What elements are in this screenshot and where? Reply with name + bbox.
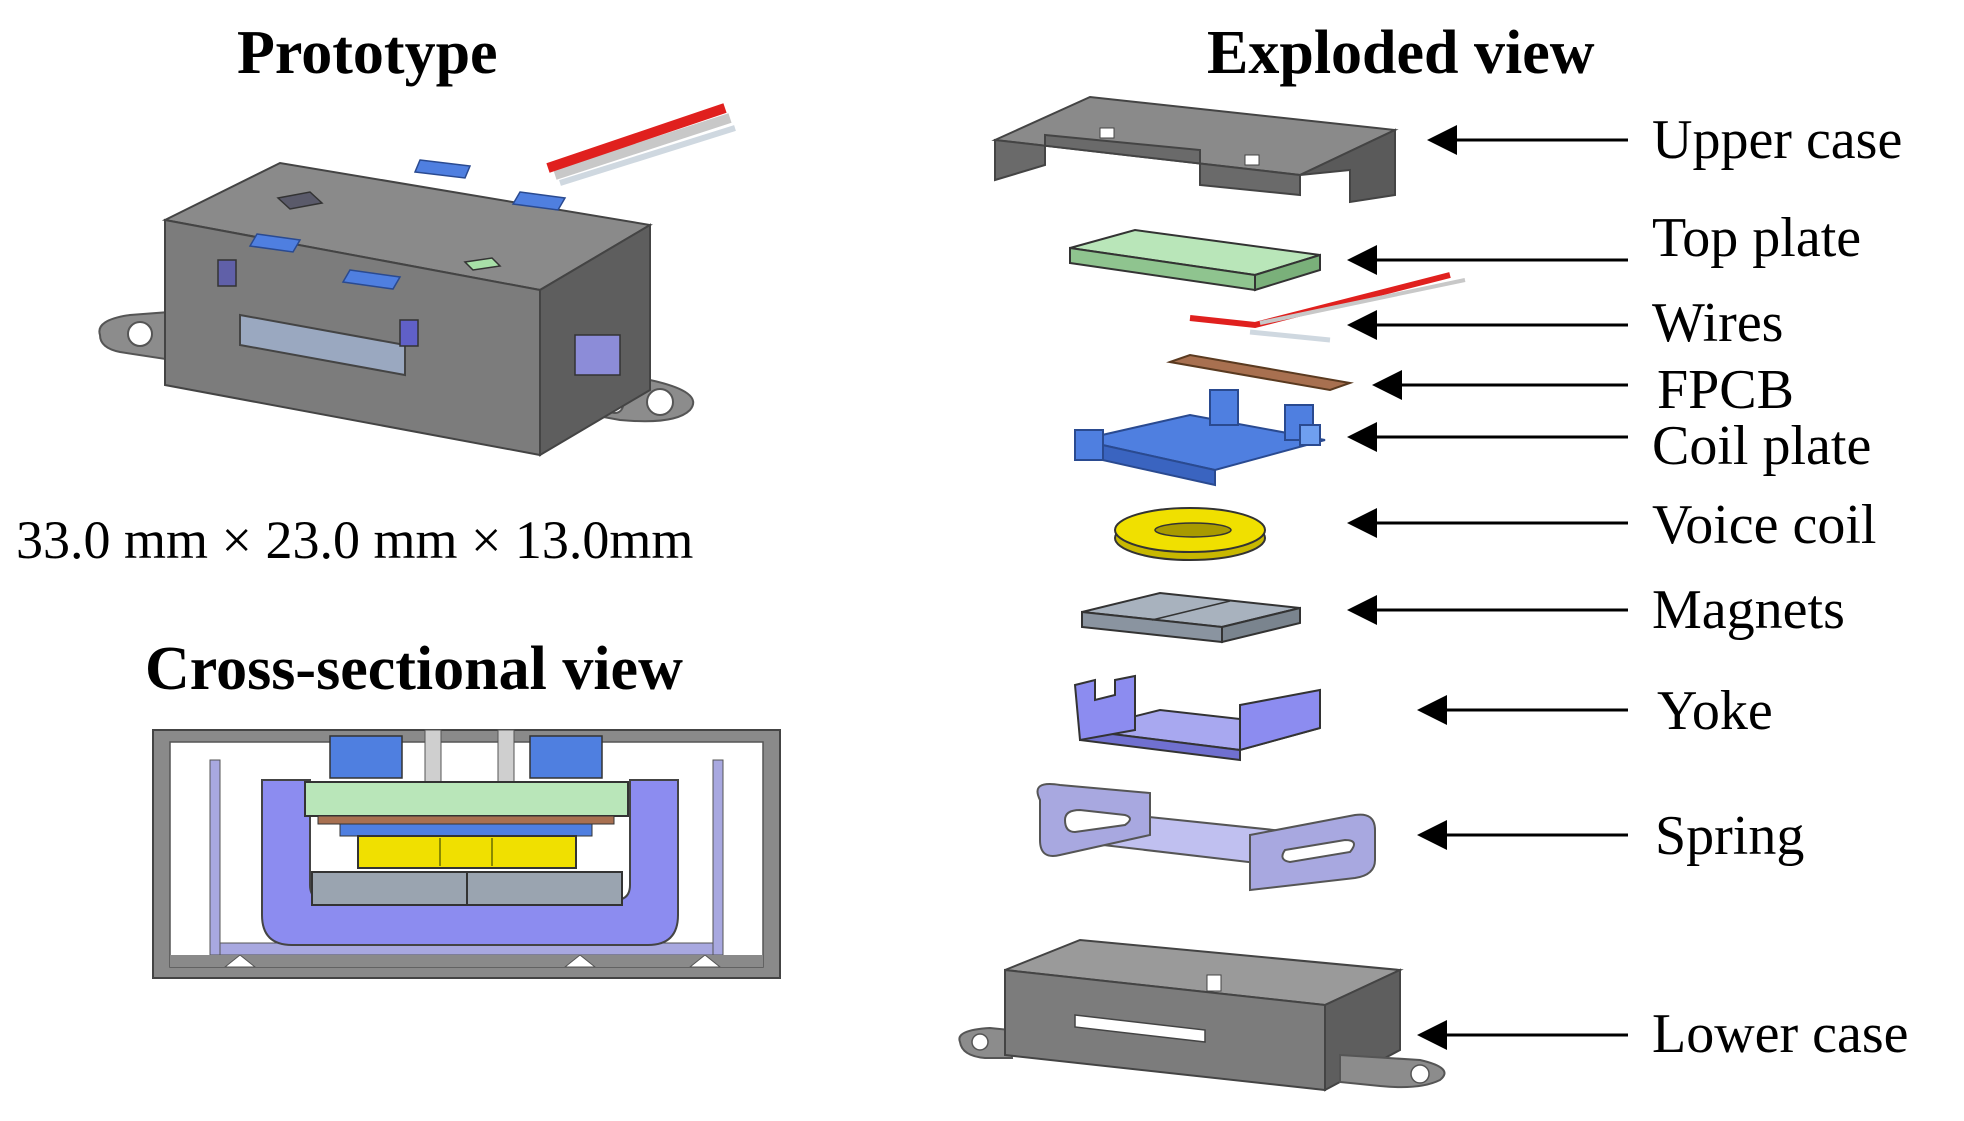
- label-lower-case: Lower case: [1652, 1003, 1909, 1065]
- voice-coil-part: [1114, 507, 1266, 561]
- cross-section: [152, 729, 781, 979]
- label-wires: Wires: [1652, 292, 1784, 354]
- label-fpcb: FPCB: [1657, 359, 1794, 421]
- label-voice-coil: Voice coil: [1652, 494, 1877, 556]
- yoke-part: [1073, 674, 1321, 762]
- label-coil-plate: Coil plate: [1652, 415, 1872, 477]
- label-yoke: Yoke: [1657, 680, 1773, 742]
- exploded-view-title: Exploded view: [1207, 19, 1595, 87]
- prototype-title: Prototype: [237, 19, 498, 87]
- wires-part: [1189, 272, 1466, 343]
- lower-case-part: [958, 938, 1446, 1092]
- label-top-plate: Top plate: [1652, 207, 1862, 269]
- prototype-assembly: [98, 103, 736, 457]
- magnets-part: [1081, 591, 1301, 644]
- dimensions-label: 33.0 mm × 23.0 mm × 13.0mm: [16, 510, 694, 570]
- upper-case-part: [991, 95, 1399, 204]
- label-spring: Spring: [1655, 805, 1805, 867]
- label-upper-case: Upper case: [1652, 109, 1903, 171]
- fpcb-part: [1166, 353, 1354, 392]
- callout-arrows: [1347, 125, 1628, 1050]
- label-magnets: Magnets: [1652, 579, 1845, 641]
- cross-sectional-view-title: Cross-sectional view: [145, 635, 683, 703]
- top-plate-part: [1069, 228, 1321, 292]
- coil-plate-part: [1074, 389, 1326, 487]
- spring-part: [1036, 783, 1376, 892]
